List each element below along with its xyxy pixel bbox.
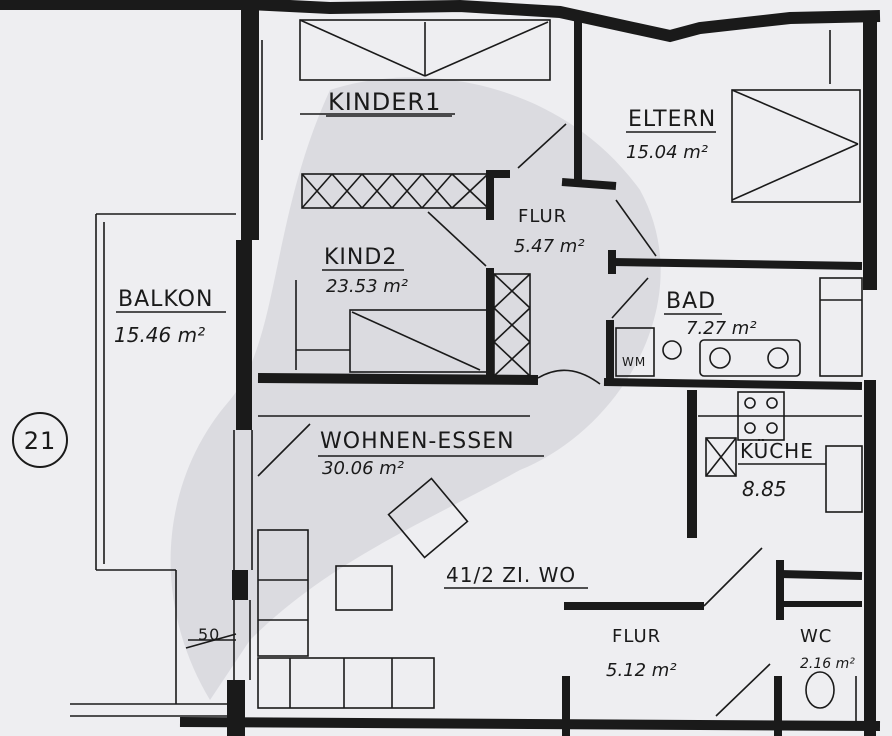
room-area-wc: 2.16 m² [800,656,855,672]
windows-and-thin-lines [70,19,863,724]
room-area-bad: 7.27 m² [686,318,757,339]
room-name-bad: BAD [666,289,716,314]
room-area-balkon: 15.46 m² [114,323,205,347]
room-name-flur-lower: FLUR [612,626,661,647]
room-name-flur-upper: FLUR [518,206,567,227]
room-area-wohnen: 30.06 m² [322,458,404,479]
dimension-label: 50 [198,625,220,644]
closet-hatching [301,173,531,377]
plan-number-circle [12,412,68,468]
unit-label: 41/2 ZI. WO [446,563,576,587]
room-name-kueche: KÜCHE [740,439,814,463]
room-area-flur-upper: 5.47 m² [514,236,585,257]
room-area-kueche: 8.85 [742,477,787,501]
room-name-balkon: BALKON [118,287,213,312]
room-area-flur-lower: 5.12 m² [606,660,677,681]
photo-shadow [170,77,661,700]
room-area-kind2: 23.53 m² [326,276,408,297]
washing-machine-label: WM [622,355,646,369]
room-area-eltern: 15.04 m² [626,142,708,163]
room-name-kinder1: KINDER1 [328,88,441,116]
room-name-wc: WC [800,626,832,647]
room-name-eltern: ELTERN [628,107,716,132]
plan-number: 21 [24,427,57,455]
room-name-kind2: KIND2 [324,245,397,270]
room-name-wohnen: WOHNEN-ESSEN [320,429,515,454]
